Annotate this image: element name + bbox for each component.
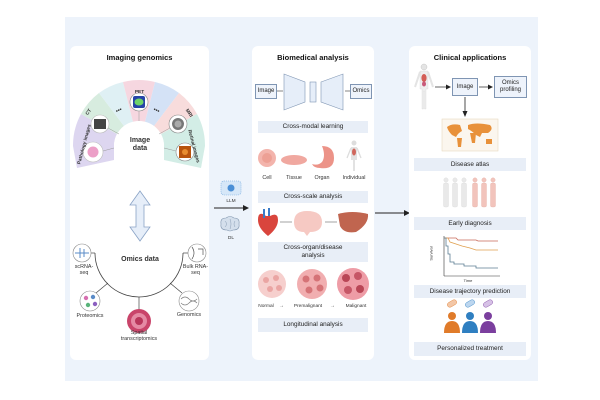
imaging-modality-fan <box>72 80 206 171</box>
pill-icon-purple <box>483 299 493 308</box>
sector-ellipsis-left <box>99 82 133 126</box>
image-data-label: Image data <box>129 137 151 153</box>
tissue-progression-icons <box>258 268 369 300</box>
heart-icon <box>258 208 278 236</box>
cross-scale-analysis-label: Cross-scale analysis <box>258 191 368 203</box>
omics-hub <box>72 243 207 333</box>
survival-line-high-risk <box>444 237 498 269</box>
spatial-transcriptomics-icon <box>127 309 151 333</box>
sector-mri <box>154 93 197 134</box>
cross-organ-disease-analysis-label: Cross-organ/disease analysis <box>258 242 368 262</box>
bulk-rna-seq-icon <box>187 243 207 263</box>
scale-label-organ: Organ <box>314 175 330 181</box>
imaging-genomics-panel: Imaging genomics ••• ••• PET CT MRI Path… <box>70 46 209 360</box>
label-pet: PET <box>134 90 145 95</box>
label-bulk-rna-seq: Bulk RNA-seq <box>182 264 209 277</box>
imaging-genomics-title: Imaging genomics <box>106 53 173 62</box>
early-diagnosis-label: Early diagnosis <box>414 217 526 230</box>
genomics-icon <box>178 290 200 312</box>
dl-label: DL <box>227 236 235 241</box>
liver-icon <box>338 212 369 233</box>
flow-image-box: Image <box>452 78 478 96</box>
biomedical-analysis-title: Biomedical analysis <box>277 53 349 62</box>
cross-modal-learning-label: Cross-modal learning <box>258 121 368 133</box>
proteomics-icon <box>79 290 101 312</box>
sector-ellipsis-right <box>145 82 179 126</box>
scrna-seq-icon <box>72 243 92 263</box>
survival-x-axis-label: Time <box>463 278 473 283</box>
pill-icon-orange <box>447 299 457 308</box>
disease-atlas-label: Disease atlas <box>414 158 526 171</box>
clinical-applications-title: Clinical applications <box>433 53 507 62</box>
scale-label-individual: Individual <box>342 175 366 181</box>
brain-dl-icon <box>220 216 240 232</box>
arrow-to-clinical <box>375 210 410 216</box>
pathology-image-icon <box>82 141 104 163</box>
normal-tissue-icon <box>258 270 286 298</box>
tissue-icon <box>281 155 307 165</box>
retinal-image-icon <box>175 142 195 162</box>
omics-data-label: Omics data <box>121 256 159 263</box>
population-icon <box>443 177 496 208</box>
progression-arrow-1: → <box>279 304 284 309</box>
survival-curve-chart <box>443 236 500 277</box>
mri-image-icon <box>168 114 188 134</box>
encoder-input-image: Image <box>255 84 277 99</box>
pill-icon-blue <box>465 299 475 308</box>
label-scrna-seq: scRNA-seq <box>74 264 94 277</box>
scale-label-cell: Cell <box>262 175 272 181</box>
label-genomics: Genomics <box>176 312 202 318</box>
personalized-patients-icon <box>444 299 496 333</box>
premalignant-tissue-icon <box>297 269 327 299</box>
cell-icon <box>258 149 276 167</box>
brain-icon <box>294 211 322 236</box>
label-spatial-transcriptomics: Spatial transcriptomics <box>120 330 158 343</box>
world-map-icon <box>441 118 499 152</box>
arrow-body-to-image <box>435 84 451 90</box>
scale-icons <box>258 140 362 171</box>
llm-icon <box>220 180 242 196</box>
patient-icon-blue <box>462 312 478 333</box>
longitudinal-analysis-label: Longitudinal analysis <box>258 318 368 332</box>
disease-trajectory-prediction-label: Disease trajectory prediction <box>414 285 526 298</box>
encoder-decoder-diagram <box>277 73 352 111</box>
flow-omics-profiling-box: Omics profiling <box>494 76 527 98</box>
biomedical-analysis-panel: Biomedical analysis Image Omics Cross-mo… <box>252 46 374 360</box>
patient-icon-purple <box>480 312 496 333</box>
patient-icon-orange <box>444 312 460 333</box>
scale-label-tissue: Tissue <box>286 175 302 181</box>
bidirectional-arrow-icon <box>129 190 151 242</box>
survival-y-axis-label: Survival <box>428 246 434 261</box>
progression-normal: Normal <box>258 304 274 309</box>
survival-line-intermediate-risk <box>444 237 498 251</box>
survival-line-low-risk <box>444 237 498 242</box>
arrow-image-to-omics <box>479 84 493 90</box>
clinical-applications-panel: Clinical applications Image Omics profil… <box>409 46 531 360</box>
decoder-output-omics: Omics <box>350 84 372 99</box>
progression-malignant: Malignant <box>345 304 367 309</box>
arrow-image-to-atlas <box>462 97 468 117</box>
llm-label: LLM <box>226 199 236 204</box>
ct-image-icon <box>90 114 110 134</box>
individual-icon <box>346 140 362 171</box>
progression-arrow-2: → <box>330 304 335 309</box>
organ-icons <box>258 208 369 236</box>
malignant-tissue-icon <box>337 268 369 300</box>
patient-body-icon <box>414 63 434 110</box>
sector-ct <box>81 93 124 134</box>
pet-image-icon <box>129 92 149 112</box>
personalized-treatment-label: Personalized treatment <box>414 342 526 356</box>
arrow-to-analysis <box>214 205 249 211</box>
progression-premalignant: Premalignant <box>293 304 323 309</box>
organ-stomach-icon <box>312 146 334 169</box>
label-proteomics: Proteomics <box>76 313 104 319</box>
